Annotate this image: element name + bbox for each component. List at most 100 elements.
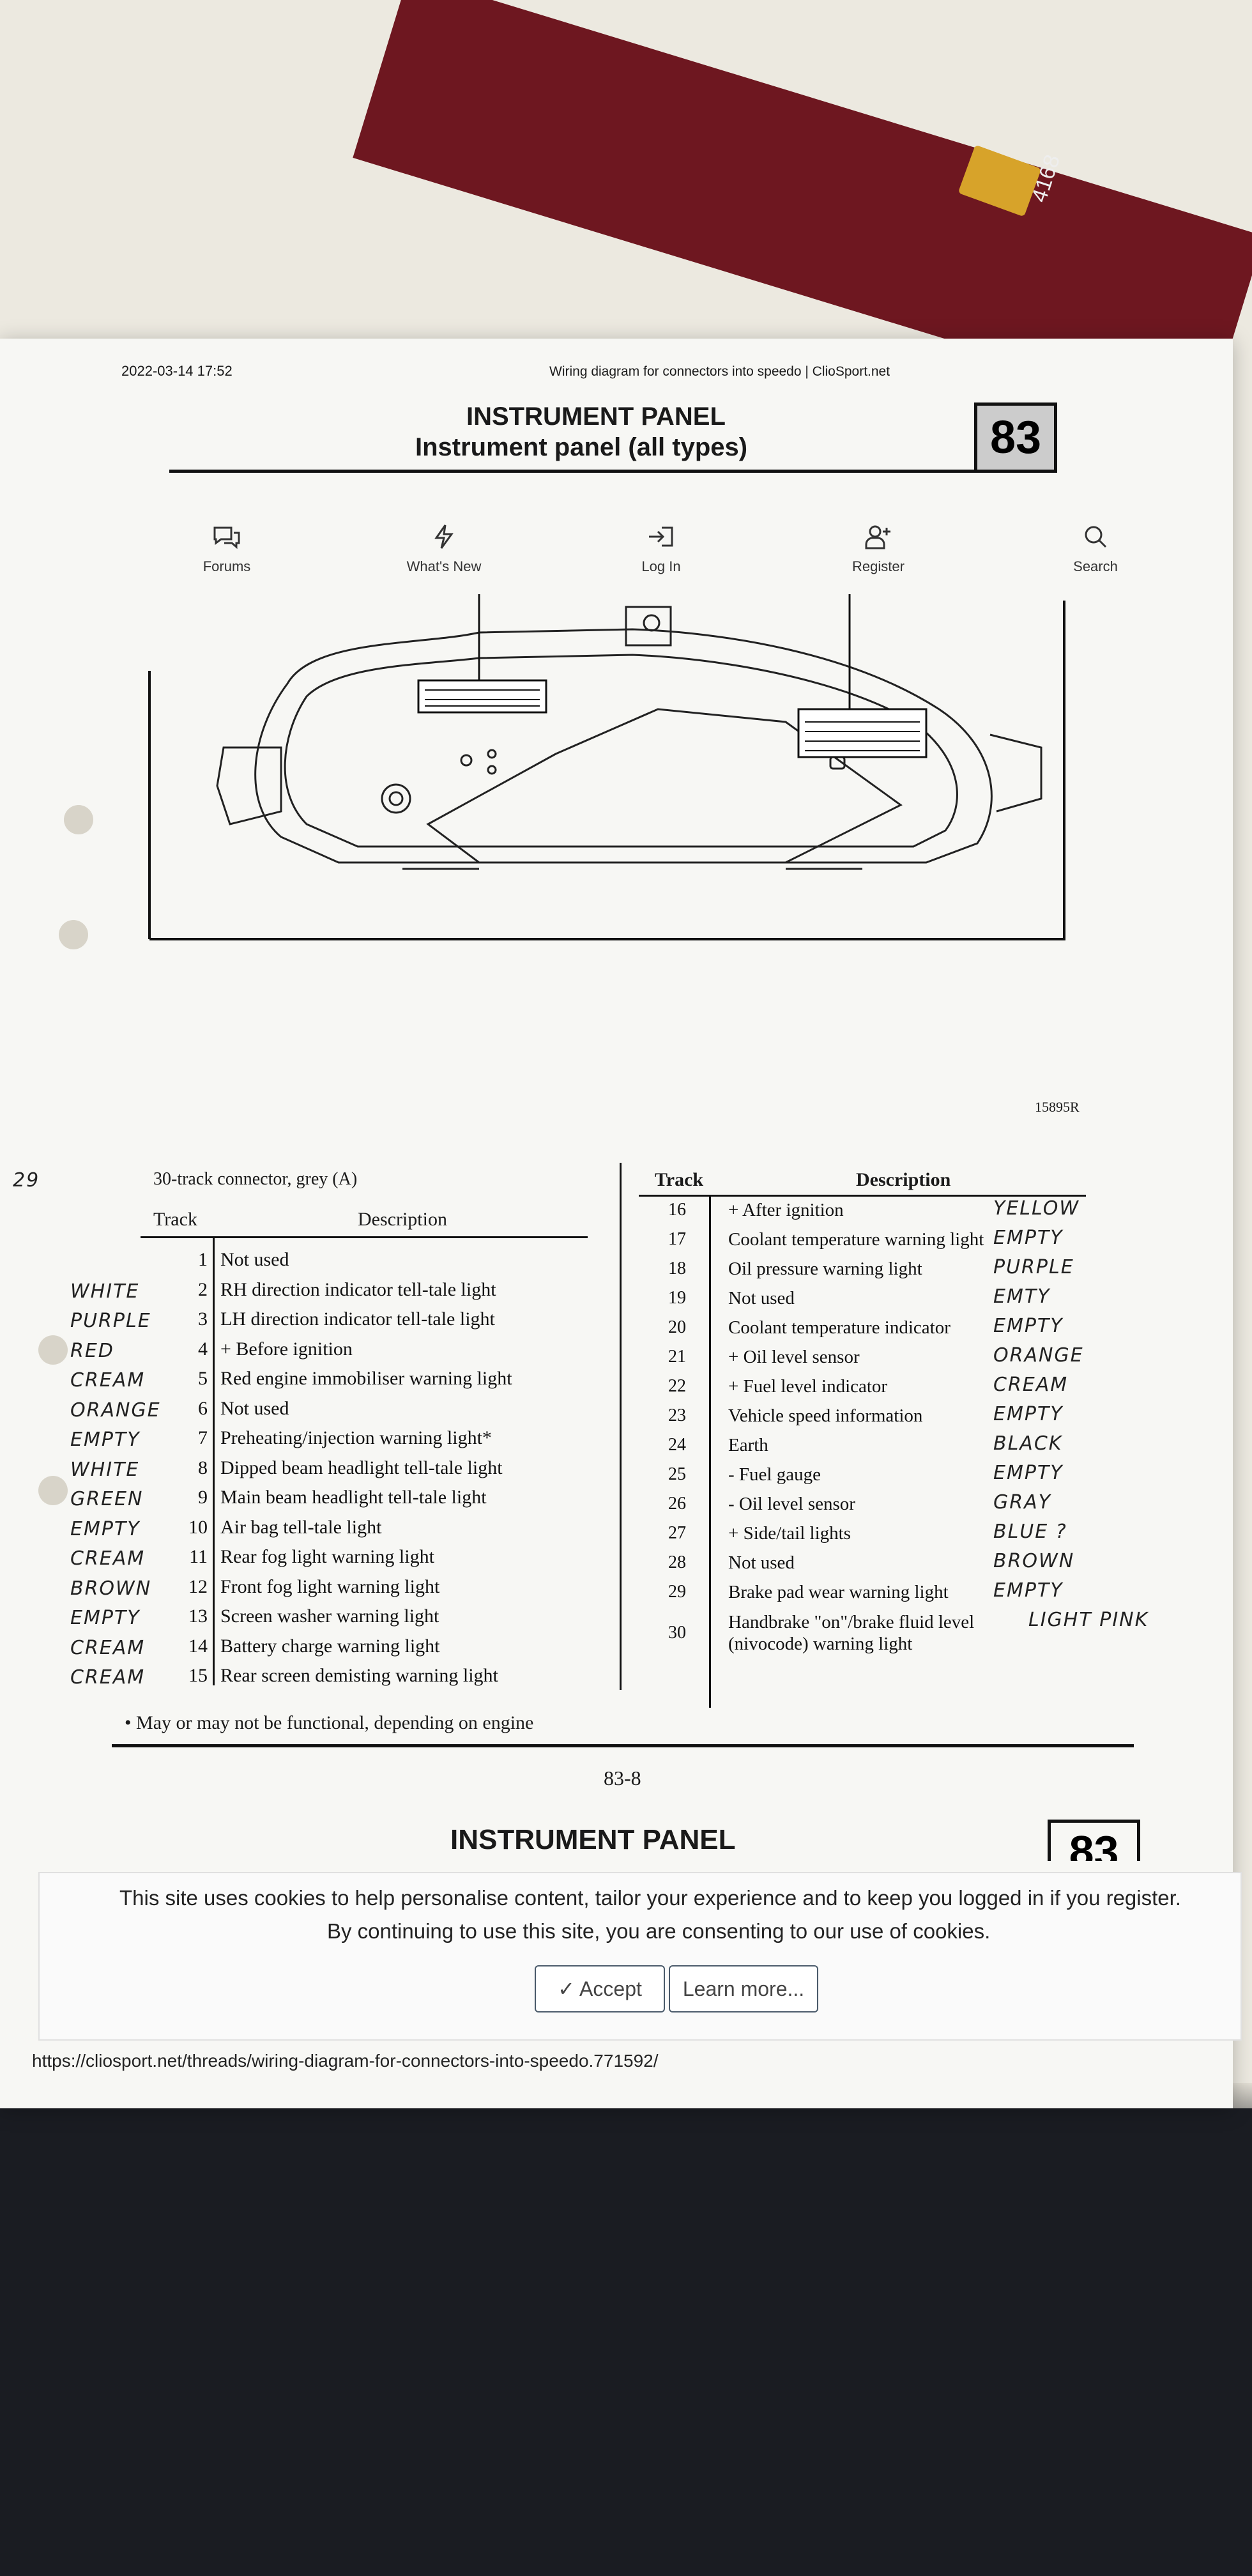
punch-hole	[59, 920, 88, 949]
margin-note: 29	[13, 1169, 40, 1192]
wire-colour-note: CREAM	[70, 1666, 146, 1689]
table-separator	[620, 1163, 622, 1690]
left-column-divider	[213, 1238, 215, 1685]
track-number: 22	[668, 1376, 686, 1396]
nav-register[interactable]: Register	[814, 524, 942, 575]
wire-colour-note: EMPTY	[993, 1403, 1064, 1425]
track-number: 14	[188, 1635, 208, 1657]
track-description: + Before ignition	[220, 1338, 353, 1360]
print-page-title: Wiring diagram for connectors into speed…	[549, 364, 890, 379]
wire-colour-note: CREAM	[993, 1374, 1069, 1396]
nav-login-label: Log In	[641, 558, 681, 574]
section-number-box: 83	[974, 402, 1057, 473]
track-description: + Oil level sensor	[728, 1347, 860, 1367]
wire-colour-note: RED	[70, 1339, 114, 1362]
nav-search[interactable]: Search	[1032, 524, 1159, 575]
wire-colour-note: PURPLE	[993, 1256, 1074, 1278]
track-number: 24	[668, 1435, 686, 1455]
left-header-rule	[141, 1236, 588, 1238]
punch-hole	[38, 1476, 68, 1505]
footer-rule	[112, 1744, 1134, 1747]
track-number: 19	[668, 1288, 686, 1308]
track-number: 21	[668, 1347, 686, 1367]
nav-login[interactable]: Log In	[597, 524, 725, 575]
next-section-number: 83	[1048, 1820, 1140, 1861]
track-number: 12	[188, 1575, 208, 1597]
track-description: Main beam headlight tell-tale light	[220, 1487, 487, 1508]
section-title: INSTRUMENT PANEL	[466, 402, 726, 431]
wire-colour-note: PURPLE	[70, 1310, 151, 1332]
wire-colour-note: EMPTY	[70, 1517, 141, 1540]
track-description: Oil pressure warning light	[728, 1259, 922, 1279]
diagram-ref: 15895R	[1035, 1099, 1080, 1115]
cookie-line-2: By continuing to use this site, you are …	[327, 1919, 991, 1943]
check-icon: ✓	[558, 1977, 575, 2000]
track-description: RH direction indicator tell-tale light	[220, 1278, 496, 1300]
track-description: Battery charge warning light	[220, 1635, 440, 1657]
wire-colour-note: ORANGE	[70, 1399, 161, 1422]
track-description: + After ignition	[728, 1200, 844, 1220]
cookie-notice: This site uses cookies to help personali…	[38, 1872, 1242, 2041]
add-user-icon	[865, 525, 890, 549]
next-section-title: INSTRUMENT PANEL	[450, 1824, 736, 1855]
track-description: Handbrake "on"/brake fluid level (nivoco…	[728, 1612, 975, 1654]
track-number: 3	[198, 1308, 208, 1330]
nav-whats-new[interactable]: What's New	[380, 524, 508, 575]
right-column-divider	[709, 1197, 711, 1708]
track-description: + Fuel level indicator	[728, 1376, 888, 1397]
track-number: 20	[668, 1317, 686, 1337]
track-number: 7	[198, 1427, 208, 1448]
right-col-track: Track	[655, 1169, 704, 1190]
track-number: 30	[668, 1623, 686, 1643]
track-description: - Fuel gauge	[728, 1464, 821, 1485]
wire-colour-note: EMPTY	[70, 1429, 141, 1451]
nav-forums[interactable]: Forums	[163, 524, 291, 575]
nav-forums-label: Forums	[202, 558, 251, 574]
track-description: Not used	[220, 1249, 289, 1270]
right-header-rule	[639, 1195, 1086, 1197]
track-number: 4	[198, 1338, 208, 1360]
chat-bubbles-icon	[213, 526, 240, 549]
track-number: 1	[198, 1249, 208, 1270]
print-footer-url: https://cliosport.net/threads/wiring-dia…	[32, 2051, 659, 2071]
track-number: 23	[668, 1406, 686, 1425]
track-number: 15	[188, 1665, 208, 1686]
track-description: Not used	[728, 1552, 795, 1573]
track-number: 5	[198, 1368, 208, 1389]
track-number: 13	[188, 1606, 208, 1627]
punch-hole	[38, 1335, 68, 1365]
wire-colour-note: BROWN	[993, 1550, 1075, 1572]
track-description: Coolant temperature indicator	[728, 1317, 950, 1338]
lightning-icon	[434, 525, 454, 549]
wire-colour-note: EMPTY	[993, 1227, 1064, 1249]
wire-colour-note: WHITE	[70, 1458, 140, 1481]
instrument-panel-diagram	[148, 594, 1065, 940]
wire-colour-note: EMPTY	[993, 1579, 1064, 1602]
section-subtitle: Instrument panel (all types)	[415, 433, 748, 461]
wire-colour-note: EMPTY	[993, 1462, 1064, 1484]
track-number: 8	[198, 1457, 208, 1478]
cookie-line-1: This site uses cookies to help personali…	[119, 1886, 1181, 1910]
footnote-text: May or may not be functional, depending …	[136, 1712, 534, 1733]
track-number: 26	[668, 1494, 686, 1514]
track-description: Red engine immobiliser warning light	[220, 1368, 512, 1389]
track-description: Rear fog light warning light	[220, 1546, 434, 1567]
wire-colour-note: WHITE	[70, 1280, 140, 1303]
track-number: 29	[668, 1582, 686, 1602]
track-number: 18	[668, 1259, 686, 1278]
track-number: 6	[198, 1397, 208, 1419]
accept-button[interactable]: ✓ Accept	[535, 1965, 665, 2012]
wire-colour-note: EMPTY	[993, 1315, 1064, 1337]
track-description: Air bag tell-tale light	[220, 1516, 382, 1538]
wire-colour-note: BLACK	[993, 1432, 1063, 1455]
punch-hole	[64, 805, 93, 834]
learn-more-button[interactable]: Learn more...	[669, 1965, 818, 2012]
track-number: 10	[188, 1516, 208, 1538]
nav-register-label: Register	[852, 558, 905, 574]
track-description: Preheating/injection warning light*	[220, 1427, 492, 1448]
floor	[0, 2108, 1252, 2576]
nav-search-label: Search	[1073, 558, 1118, 574]
connector-caption: 30-track connector, grey (A)	[153, 1169, 358, 1189]
wire-colour-note: CREAM	[70, 1636, 146, 1659]
accept-label: Accept	[579, 1977, 642, 2000]
